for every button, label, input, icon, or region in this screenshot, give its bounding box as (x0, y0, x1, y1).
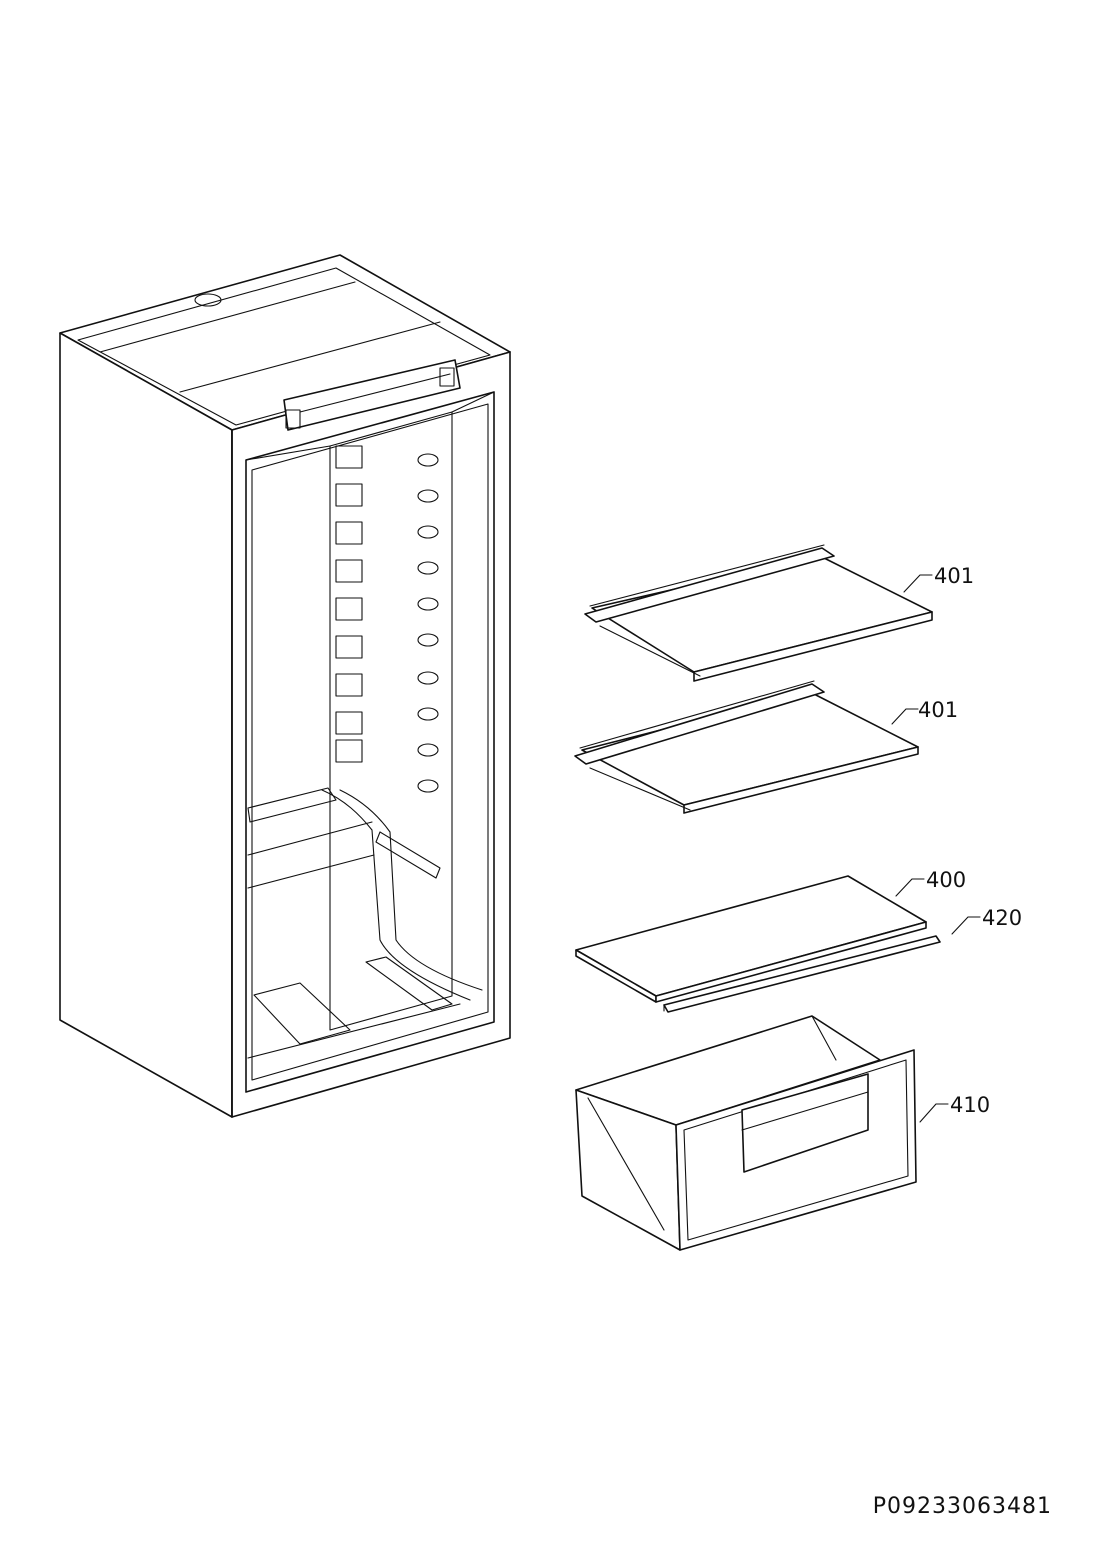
callout-shelf-lower: 401 (891, 698, 958, 725)
shelf-upper (584, 544, 933, 682)
part-label-crisper-drawer: 410 (950, 1093, 990, 1117)
cover-trim (663, 935, 941, 1013)
part-label-shelf-upper: 401 (934, 564, 974, 588)
glass-cover (575, 875, 927, 1003)
callout-cover-trim: 420 (951, 906, 1022, 935)
part-label-glass-cover: 400 (926, 868, 966, 892)
part-label-cover-trim: 420 (982, 906, 1022, 930)
callout-crisper-drawer: 410 (919, 1093, 990, 1123)
refrigerator-cabinet (59, 254, 511, 1118)
shelf-support-row (335, 445, 363, 763)
callout-shelf-upper: 401 (903, 564, 974, 593)
drawing-reference-code: P09233063481 (872, 1494, 1052, 1519)
callout-glass-cover: 400 (895, 868, 966, 897)
shelf-support-column (417, 453, 439, 793)
part-label-shelf-lower: 401 (918, 698, 958, 722)
shelf-lower (574, 680, 919, 814)
crisper-drawer (575, 1015, 917, 1251)
